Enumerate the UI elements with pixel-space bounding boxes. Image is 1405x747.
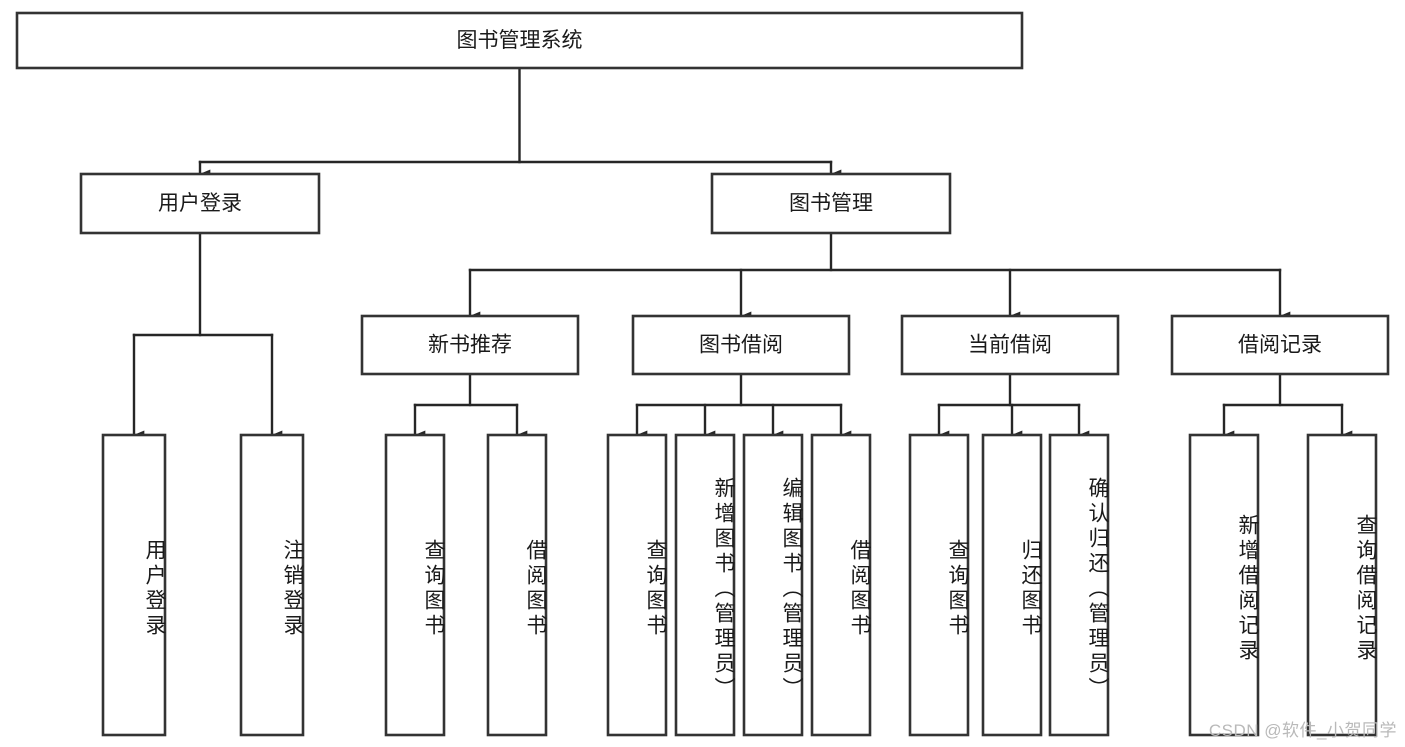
node-label-book-borrow: 图书借阅 bbox=[699, 334, 783, 357]
node-boxes bbox=[15, 11, 1390, 737]
node-box-add-borrow-record[interactable] bbox=[1188, 433, 1260, 737]
node-label-borrow-record: 借阅记录 bbox=[1238, 334, 1322, 357]
node-box-query-borrow-record[interactable] bbox=[1306, 433, 1378, 737]
node-label-root: 图书管理系统 bbox=[457, 29, 583, 52]
node-box-query-book-2[interactable] bbox=[606, 433, 668, 737]
node-box-root[interactable] bbox=[15, 11, 1024, 70]
node-box-return-book[interactable] bbox=[981, 433, 1043, 737]
node-box-query-book-1[interactable] bbox=[384, 433, 446, 737]
node-box-borrow-record[interactable] bbox=[1170, 314, 1390, 376]
node-box-current-borrow[interactable] bbox=[900, 314, 1120, 376]
node-box-borrow-book-1[interactable] bbox=[486, 433, 548, 737]
node-box-confirm-return-admin[interactable] bbox=[1048, 433, 1110, 737]
node-box-user-login-leaf[interactable] bbox=[101, 433, 167, 737]
node-label-user-login: 用户登录 bbox=[158, 192, 242, 215]
watermark-text: CSDN @软件_小贺同学 bbox=[1208, 721, 1397, 740]
node-box-book-management[interactable] bbox=[710, 172, 952, 235]
node-box-user-logout-leaf[interactable] bbox=[239, 433, 305, 737]
connector-lines bbox=[132, 66, 1353, 440]
node-label-new-book-recommend: 新书推荐 bbox=[428, 334, 512, 357]
node-box-edit-book-admin[interactable] bbox=[742, 433, 804, 737]
node-box-user-login[interactable] bbox=[79, 172, 321, 235]
node-box-query-book-3[interactable] bbox=[908, 433, 970, 737]
node-box-borrow-book-2[interactable] bbox=[810, 433, 872, 737]
node-label-current-borrow: 当前借阅 bbox=[968, 334, 1052, 357]
node-box-new-book-recommend[interactable] bbox=[360, 314, 580, 376]
node-label-book-management: 图书管理 bbox=[789, 192, 873, 215]
node-box-book-borrow[interactable] bbox=[631, 314, 851, 376]
node-box-add-book-admin[interactable] bbox=[674, 433, 736, 737]
